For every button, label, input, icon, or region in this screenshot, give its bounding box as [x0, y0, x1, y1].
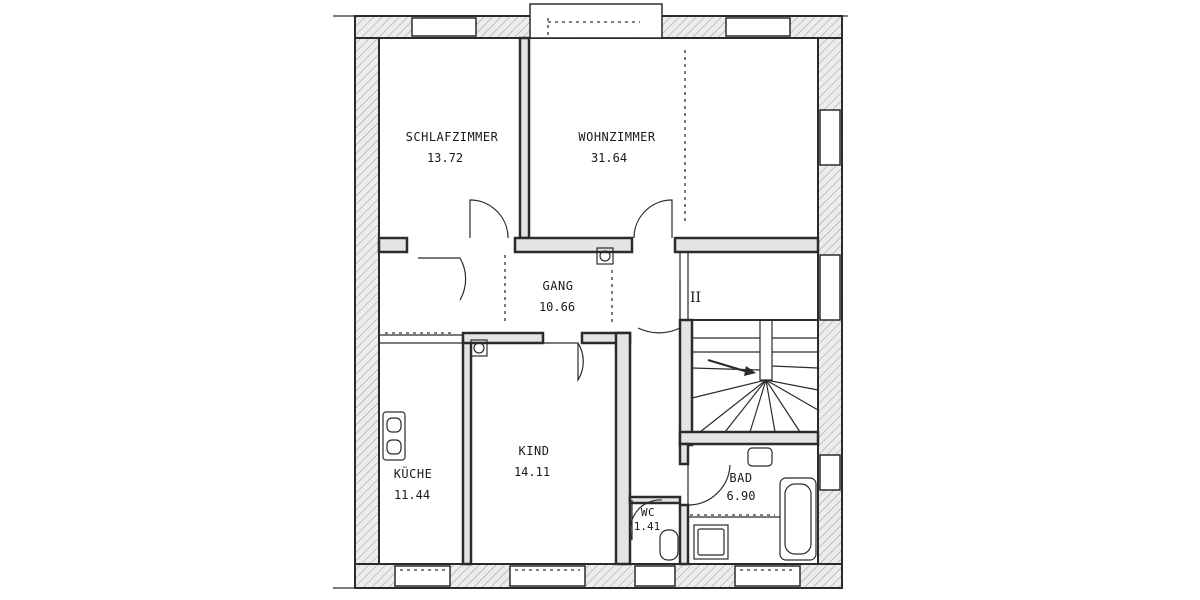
door-wohnzimmer	[633, 199, 673, 239]
wall-horizontal-main-b	[513, 236, 634, 254]
door-bad	[687, 464, 731, 506]
room-label-bad: BAD	[729, 471, 752, 485]
chimney-gang	[599, 250, 611, 262]
interior-walls	[377, 36, 820, 566]
window-right-3	[819, 454, 841, 491]
wall-stair-left	[678, 318, 694, 447]
wall-horizontal-main	[377, 236, 409, 254]
wall-schlaf-wohn	[518, 36, 531, 240]
window-top-left	[411, 17, 477, 37]
wall-kueche-gang	[461, 338, 473, 566]
room-area-kueche: 11.44	[394, 488, 430, 502]
wall-bad-left	[678, 442, 690, 466]
room-area-wohnzimmer: 31.64	[591, 151, 627, 165]
room-label-kueche: KÜCHE	[394, 465, 433, 481]
washbasin-bad	[747, 447, 773, 467]
sink-kueche	[382, 411, 406, 461]
window-bottom-kueche	[394, 565, 451, 587]
room-labels: SCHLAFZIMMER 13.72 WOHNZIMMER 31.64 GANG…	[394, 130, 756, 533]
window-bottom-kind	[509, 565, 586, 587]
room-label-schlafzimmer: SCHLAFZIMMER	[406, 130, 499, 144]
outer-walls	[333, 15, 848, 589]
dimension-marks	[385, 18, 795, 571]
room-label-wohnzimmer: WOHNZIMMER	[578, 130, 656, 144]
washer	[693, 524, 729, 560]
room-label-wc: WC	[641, 506, 655, 519]
toilet-wc	[659, 529, 679, 561]
room-label-kind: KIND	[519, 444, 550, 458]
stair-mark: II	[690, 290, 701, 306]
wall-horizontal-main-c	[673, 236, 820, 254]
door-kind	[543, 342, 584, 383]
wall-bad-left-b	[678, 503, 690, 566]
balcony-door-top	[529, 3, 663, 39]
window-bottom-wc	[634, 565, 676, 587]
door-wc	[629, 499, 663, 541]
fixtures	[382, 247, 817, 561]
door-schlafzimmer	[469, 199, 509, 239]
doors	[418, 199, 731, 541]
wall-left	[354, 17, 380, 589]
window-bottom-bad	[734, 565, 801, 587]
wall-kind-top	[461, 331, 545, 345]
room-area-wc: 1.41	[634, 520, 661, 533]
bathtub	[779, 477, 817, 561]
door-kueche	[418, 257, 467, 301]
room-area-kind: 14.11	[514, 465, 550, 479]
staircase	[691, 319, 819, 433]
room-area-schlafzimmer: 13.72	[427, 151, 463, 165]
room-area-gang: 10.66	[539, 300, 575, 314]
wall-kind-right	[614, 331, 632, 566]
room-area-bad: 6.90	[727, 489, 756, 503]
room-label-gang: GANG	[543, 279, 574, 293]
window-right-2	[819, 254, 841, 321]
windows	[394, 3, 841, 587]
wall-stair-bottom	[678, 430, 820, 446]
window-top-right	[725, 17, 791, 37]
door-stair	[637, 280, 681, 334]
window-right-1	[819, 109, 841, 166]
chimney-kind	[473, 342, 485, 354]
